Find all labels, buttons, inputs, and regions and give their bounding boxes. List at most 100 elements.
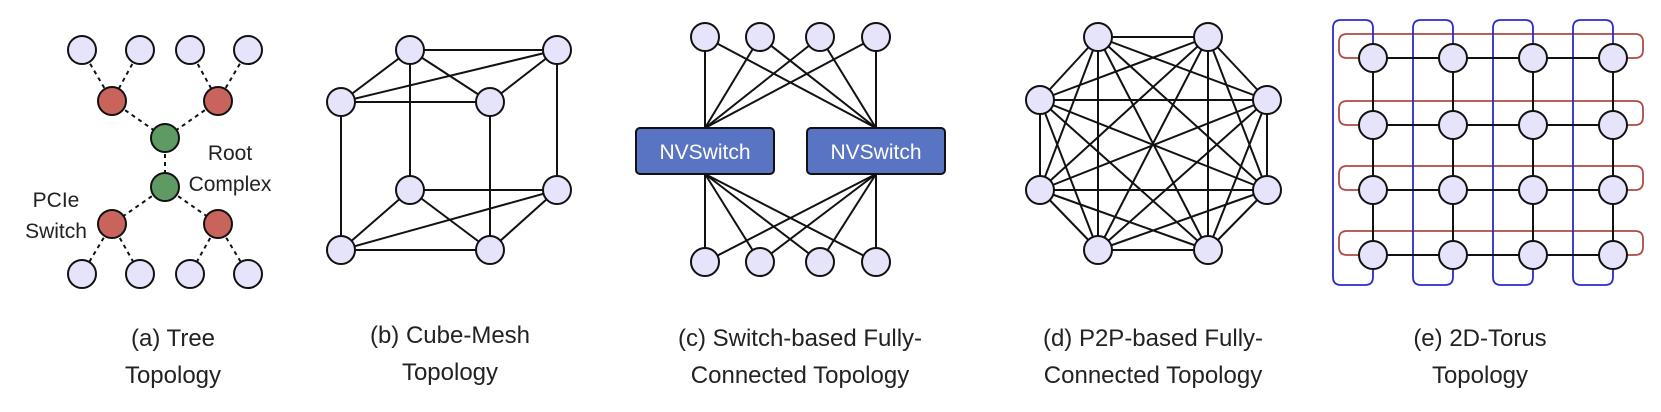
- tree-gpu-node: [175, 35, 205, 65]
- tree-caption: Topology: [125, 362, 221, 389]
- tree-caption: (a) Tree: [131, 325, 215, 352]
- cube-gpu-node: [395, 35, 425, 65]
- p2p-caption: Connected Topology: [1044, 362, 1262, 389]
- switch-gpu-node: [690, 22, 720, 52]
- p2p-gpu-node: [1025, 175, 1055, 205]
- torus-caption: (e) 2D-Torus: [1413, 325, 1546, 352]
- p2p-gpu-node: [1193, 235, 1223, 265]
- torus-gpu-node: [1598, 43, 1628, 73]
- tree-root-complex-node: [150, 123, 180, 153]
- tree-gpu-node: [125, 259, 155, 289]
- p2p-link: [1097, 189, 1268, 251]
- torus-col-wrap-link: [1412, 19, 1454, 286]
- tree-gpu-node: [233, 259, 263, 289]
- cube-gpu-node: [542, 35, 572, 65]
- torus-gpu-node: [1438, 175, 1468, 205]
- torus-row-wrap-link: [1338, 100, 1644, 126]
- nvswitch-box-left: [635, 127, 775, 175]
- p2p-link: [1039, 99, 1209, 251]
- tree-gpu-node: [233, 35, 263, 65]
- nvswitch-box-right: [806, 127, 946, 175]
- tree-pcie-switch-node: [203, 209, 233, 239]
- cube-gpu-node: [326, 87, 356, 117]
- p2p-caption: (d) P2P-based Fully-: [1043, 325, 1263, 352]
- cube-edges: [340, 49, 558, 251]
- p2p-edges: [1039, 36, 1268, 251]
- cube-gpu-node: [542, 175, 572, 205]
- p2p-gpu-node: [1025, 85, 1055, 115]
- switch-edges: [704, 36, 877, 263]
- switch-gpu-node: [861, 22, 891, 52]
- p2p-gpu-node: [1252, 85, 1282, 115]
- p2p-link: [1039, 99, 1268, 191]
- torus-row-wrap-link: [1338, 33, 1644, 59]
- tree-gpu-node: [67, 35, 97, 65]
- torus-gpu-node: [1438, 43, 1468, 73]
- torus-gpu-node: [1598, 175, 1628, 205]
- tree-pcie-switch-node: [97, 209, 127, 239]
- torus-row-wrap-link: [1338, 165, 1644, 191]
- p2p-topology: (d) P2P-based Fully- Connected Topology: [1025, 22, 1282, 389]
- cube-caption: (b) Cube-Mesh: [370, 322, 530, 349]
- torus-gpu-node: [1358, 43, 1388, 73]
- p2p-link: [1207, 36, 1268, 191]
- tree-pcie-switch-node: [97, 86, 127, 116]
- torus-gpu-node: [1438, 240, 1468, 270]
- nvswitch-label-left: NVSwitch: [659, 141, 750, 164]
- torus-wraparound-links: [1332, 19, 1644, 286]
- switch-gpu-node: [805, 22, 835, 52]
- p2p-nodes: [1025, 22, 1282, 265]
- p2p-gpu-node: [1252, 175, 1282, 205]
- tree-gpu-node: [67, 259, 97, 289]
- torus-caption: Topology: [1432, 362, 1528, 389]
- torus-gpu-node: [1358, 110, 1388, 140]
- p2p-link: [1039, 36, 1209, 191]
- p2p-link: [1097, 36, 1209, 251]
- p2p-link: [1039, 99, 1099, 251]
- switch-topology: NVSwitch NVSwitch (c) Switch-based Fully…: [635, 22, 946, 389]
- cube-gpu-node: [326, 235, 356, 265]
- p2p-link: [1097, 36, 1268, 191]
- root-complex-label: Root: [208, 142, 253, 165]
- torus-gpu-node: [1598, 110, 1628, 140]
- tree-gpu-node: [175, 259, 205, 289]
- torus-col-wrap-link: [1332, 19, 1374, 286]
- cube-gpu-node: [395, 175, 425, 205]
- switch-gpu-node: [805, 247, 835, 277]
- switch-caption: (c) Switch-based Fully-: [678, 325, 922, 352]
- pcie-switch-label: Switch: [25, 220, 87, 243]
- tree-topology: Root Complex PCIe Switch (a) Tree Topolo…: [25, 35, 272, 389]
- torus-col-wrap-link: [1492, 19, 1534, 286]
- p2p-link: [1039, 36, 1209, 101]
- p2p-gpu-node: [1193, 22, 1223, 52]
- p2p-link: [1097, 99, 1268, 251]
- cube-caption: Topology: [402, 359, 498, 386]
- nvswitch-label-right: NVSwitch: [830, 141, 921, 164]
- torus-row-wrap-link: [1338, 230, 1644, 256]
- torus-gpu-node: [1518, 43, 1548, 73]
- tree-gpu-node: [125, 35, 155, 65]
- switch-gpu-node: [745, 247, 775, 277]
- cube-mesh-topology: (b) Cube-Mesh Topology: [326, 35, 572, 386]
- torus-gpu-node: [1438, 110, 1468, 140]
- p2p-gpu-node: [1083, 22, 1113, 52]
- p2p-gpu-node: [1083, 235, 1113, 265]
- torus-gpu-node: [1518, 240, 1548, 270]
- p2p-link: [1097, 36, 1268, 101]
- torus-col-wrap-link: [1572, 19, 1614, 286]
- tree-root-complex-node: [150, 172, 180, 202]
- torus-gpu-node: [1358, 175, 1388, 205]
- torus-gpu-node: [1518, 175, 1548, 205]
- switch-gpu-node: [861, 247, 891, 277]
- tree-pcie-switch-node: [203, 86, 233, 116]
- switch-caption: Connected Topology: [691, 362, 909, 389]
- p2p-link: [1039, 36, 1099, 191]
- torus-nodes: [1358, 43, 1628, 270]
- torus-gpu-node: [1518, 110, 1548, 140]
- switch-gpu-node: [745, 22, 775, 52]
- pcie-switch-label: PCIe: [33, 189, 80, 212]
- torus-topology: (e) 2D-Torus Topology: [1332, 19, 1644, 389]
- root-complex-label: Complex: [189, 173, 272, 196]
- cube-gpu-node: [475, 87, 505, 117]
